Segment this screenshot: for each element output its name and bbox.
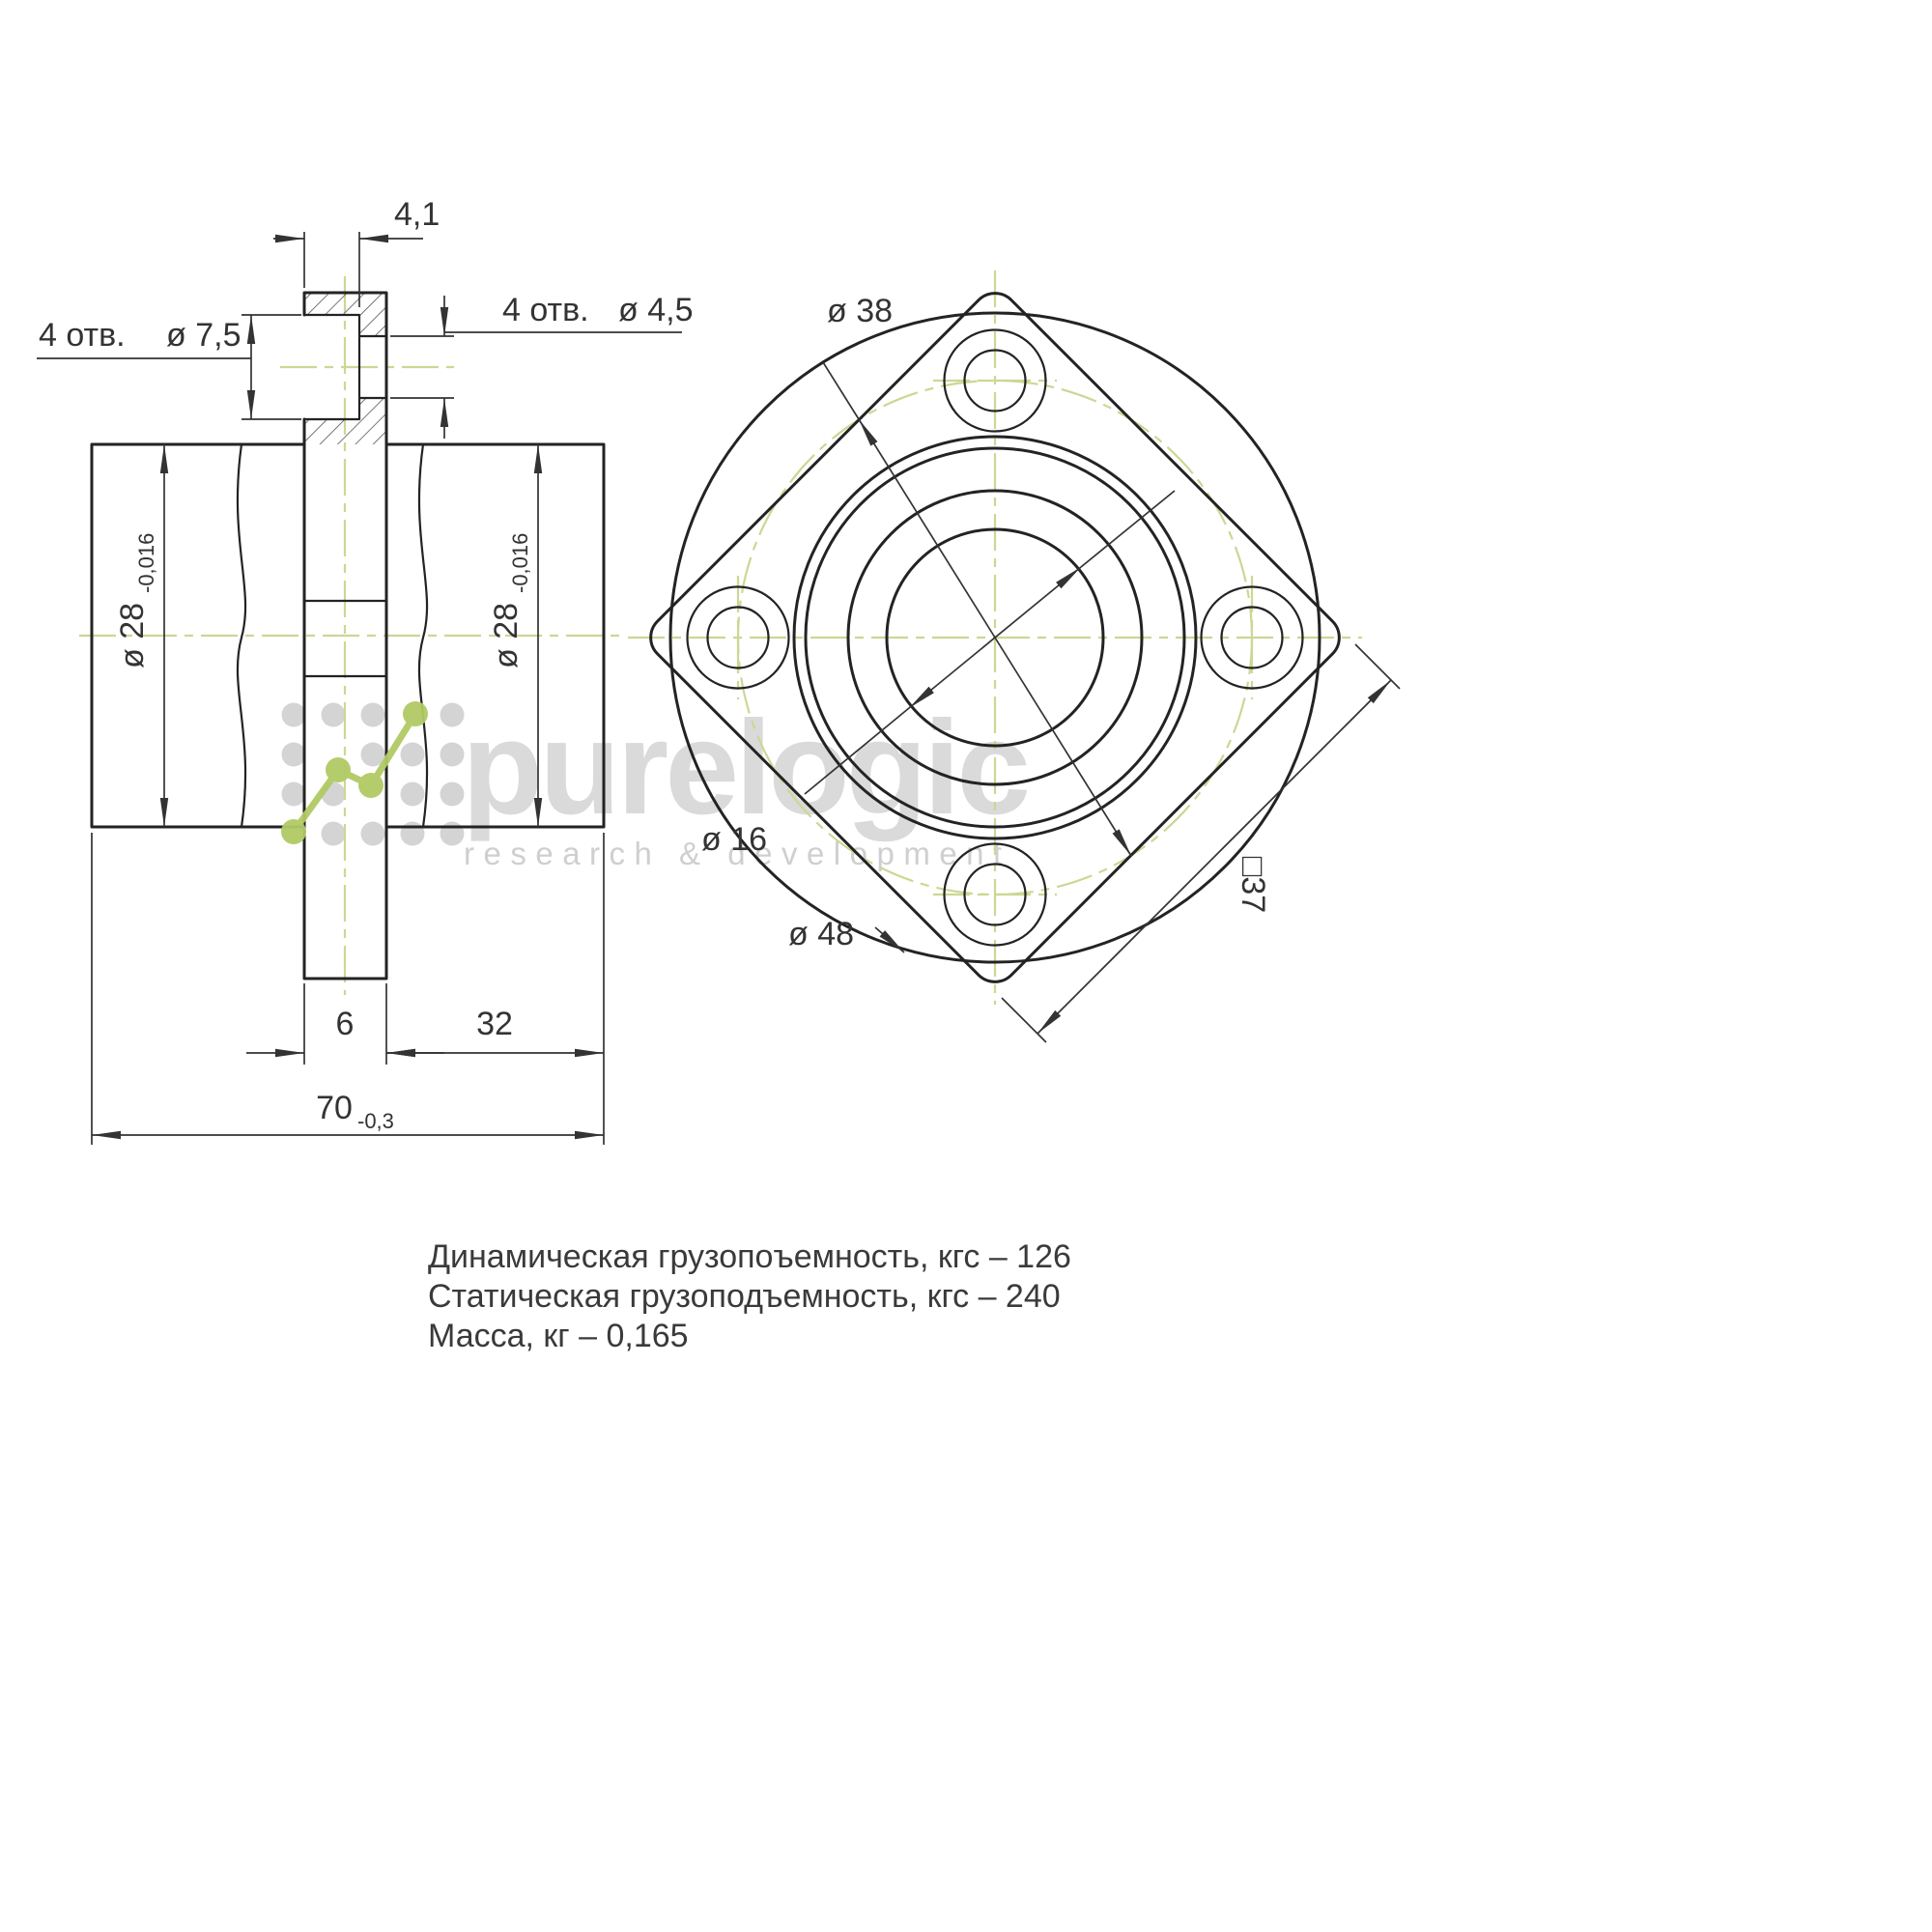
section-hatch bbox=[304, 419, 386, 444]
centerline-bolt-hole-ticks bbox=[736, 379, 1254, 896]
bolt-hole-left bbox=[686, 585, 790, 690]
watermark: purelogic research & development bbox=[281, 694, 1031, 871]
logo-dot bbox=[403, 701, 428, 726]
counterbore-holes-dia-label: ø 7,5 bbox=[166, 317, 241, 354]
logo-dot bbox=[358, 773, 384, 798]
centerlines bbox=[79, 270, 1362, 1005]
label-through-holes: 4 отв. ø 4,5 bbox=[390, 292, 693, 439]
flange-outline bbox=[302, 291, 388, 980]
bore-edges bbox=[302, 599, 388, 678]
dim-overall-length: 70 -0,3 bbox=[91, 833, 604, 1145]
dim-outer-dia-right-tol: -0,016 bbox=[508, 533, 532, 593]
dim-outer-diameter-right: ø 28 -0,016 bbox=[488, 444, 543, 827]
through-holes-count-label: 4 отв. bbox=[502, 292, 589, 328]
note-dynamic-load: Динамическая грузопоъемность, кгс – 126 bbox=[428, 1238, 1071, 1275]
break-line-left bbox=[236, 442, 247, 829]
dim-bolt-circle-label: ø 38 bbox=[827, 293, 893, 329]
section-hatch bbox=[359, 398, 386, 419]
counterbore-holes-count-label: 4 отв. bbox=[39, 317, 126, 354]
dim-overall-length-tol: -0,3 bbox=[357, 1109, 394, 1133]
flange-circle bbox=[668, 311, 1321, 964]
through-holes-dia-label: ø 4,5 bbox=[618, 292, 693, 328]
logo-dot bbox=[281, 819, 306, 844]
dim-bore-label: ø 16 bbox=[701, 821, 767, 858]
dim-outer-dia-left-label: ø 28 bbox=[114, 603, 151, 668]
logo-dot bbox=[326, 757, 351, 782]
logo-chart-line bbox=[290, 710, 419, 836]
dim-flange-circle: ø 48 bbox=[788, 916, 905, 953]
bearing-body-outline bbox=[90, 442, 606, 829]
dim-flange-circle-label: ø 48 bbox=[788, 916, 854, 952]
dim-overall-length-label: 70 bbox=[316, 1090, 353, 1126]
dim-square-size-label: □37 bbox=[1235, 857, 1271, 913]
section-hatch bbox=[359, 315, 386, 336]
dim-counterbore-depth: 4,1 bbox=[273, 196, 440, 307]
dim-outer-diameter-left: ø 28 -0,016 bbox=[114, 444, 169, 827]
dim-flange-thickness-label: 6 bbox=[336, 1006, 355, 1042]
dim-body-length: 32 bbox=[386, 833, 605, 1145]
label-counterbore-holes: 4 отв. ø 7,5 bbox=[37, 314, 301, 420]
bolt-hole-section bbox=[302, 313, 388, 421]
purelogic-logo-dots bbox=[281, 702, 465, 846]
dim-counterbore-depth-label: 4,1 bbox=[394, 196, 440, 233]
purelogic-logo bbox=[281, 701, 428, 844]
notes-block: Динамическая грузопоъемность, кгс – 126 … bbox=[428, 1238, 1071, 1354]
break-line-right bbox=[417, 442, 429, 829]
note-mass: Масса, кг – 0,165 bbox=[428, 1318, 689, 1354]
note-static-load: Статическая грузоподъемность, кгс – 240 bbox=[428, 1278, 1061, 1315]
dim-body-length-label: 32 bbox=[476, 1006, 513, 1042]
dim-square-size: □37 bbox=[1001, 643, 1401, 1043]
dim-outer-dia-right-label: ø 28 bbox=[488, 603, 525, 668]
section-hatch bbox=[304, 293, 386, 315]
dim-outer-dia-left-tol: -0,016 bbox=[134, 533, 158, 593]
side-view bbox=[90, 291, 606, 980]
dim-bore: ø 16 bbox=[701, 490, 1176, 858]
